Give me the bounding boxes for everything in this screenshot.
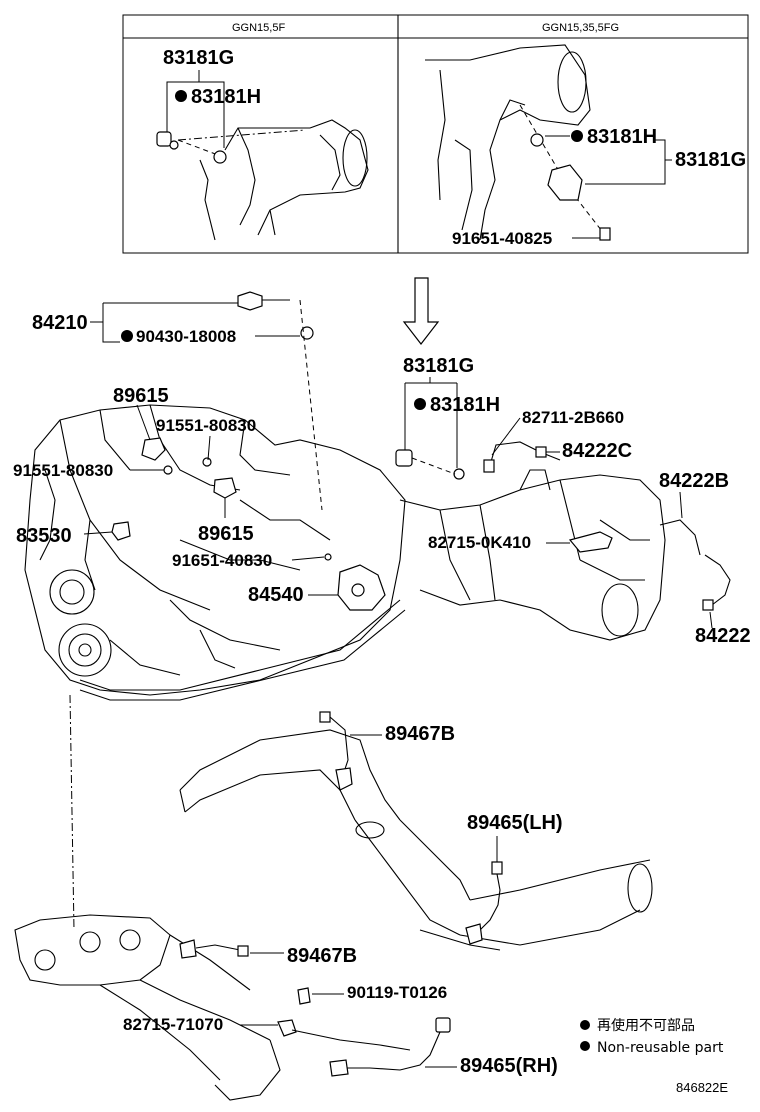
label-89465-rh: 89465(RH) [460, 1055, 558, 1077]
detail-arrow [402, 277, 440, 345]
figure-code: 846822E [676, 1080, 728, 1095]
label-84222c: 84222C [562, 440, 632, 462]
label-82715-71070: 82715-71070 [123, 1015, 223, 1034]
label-83181g-right-inset: 83181G [675, 149, 746, 171]
label-89615-upper: 89615 [113, 385, 169, 407]
label-84222b: 84222B [659, 470, 729, 492]
legend-dot-icon [580, 1020, 590, 1030]
label-89465-lh: 89465(LH) [467, 812, 563, 834]
connector-dashed [69, 694, 75, 931]
main-parts [111, 291, 731, 611]
label-83181g-main: 83181G [403, 355, 474, 377]
inset-right-drawing [425, 44, 611, 241]
inset-header-left: GGN15,5F [232, 22, 285, 34]
non-reusable-dot [175, 90, 187, 102]
label-90430-18008: 90430-18008 [136, 327, 236, 346]
label-84540: 84540 [248, 584, 304, 606]
label-83181g-left-inset: 83181G [163, 47, 234, 69]
non-reusable-dot [121, 330, 133, 342]
legend-dot-icon [580, 1041, 590, 1051]
legend: 再使用不可部品 Non-reusable part [580, 1017, 724, 1056]
exhaust-lh-drawing [179, 729, 653, 951]
label-84222: 84222 [695, 625, 751, 647]
inset-left-drawing [156, 119, 369, 241]
label-91651-40830: 91651-40830 [172, 551, 272, 570]
exhaust-rh-sensors [179, 939, 451, 1077]
legend-japanese: 再使用不可部品 [597, 1017, 695, 1034]
label-84210: 84210 [32, 312, 88, 334]
non-reusable-dot [571, 130, 583, 142]
label-82715-0k410: 82715-0K410 [428, 533, 531, 552]
label-89615-lower: 89615 [198, 523, 254, 545]
label-83181h-left-inset: 83181H [191, 86, 261, 108]
non-reusable-dot [414, 398, 426, 410]
label-91551-80830-left: 91551-80830 [13, 461, 113, 480]
label-89467b-lower: 89467B [287, 945, 357, 967]
label-90119-t0126: 90119-T0126 [347, 983, 447, 1002]
exhaust-rh-drawing [14, 914, 281, 1101]
label-82711-2b660: 82711-2B660 [522, 408, 624, 427]
legend-english: Non-reusable part [597, 1040, 724, 1056]
label-83530: 83530 [16, 525, 72, 547]
label-83181h-right-inset: 83181H [587, 126, 657, 148]
inset-header-right: GGN15,35,5FG [542, 22, 619, 34]
exhaust-lh-sensors [319, 711, 503, 945]
label-89467b-upper: 89467B [385, 723, 455, 745]
inset-panel: GGN15,5F GGN15,35,5FG [122, 14, 749, 254]
label-91551-80830-upper: 91551-80830 [156, 416, 256, 435]
label-83181h-main: 83181H [430, 394, 500, 416]
label-91651-40825: 91651-40825 [452, 229, 552, 248]
